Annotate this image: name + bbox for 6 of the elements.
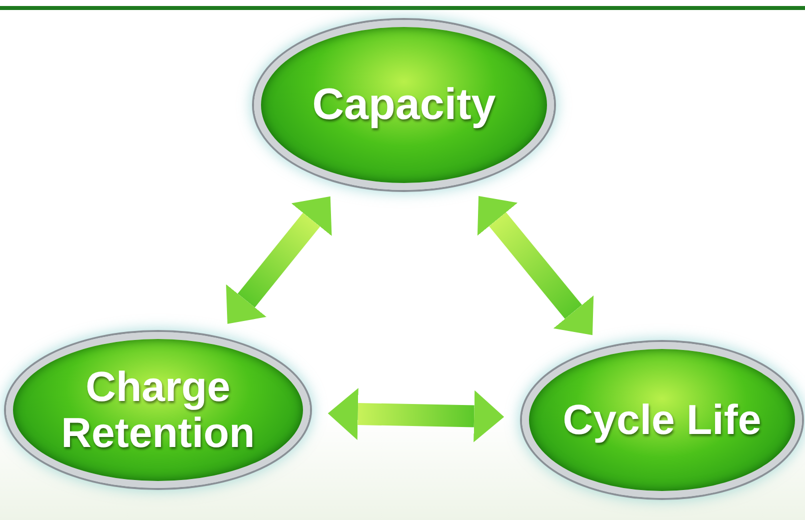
node-label: Capacity	[311, 80, 497, 130]
double-arrow	[226, 196, 332, 324]
double-arrow	[477, 196, 594, 336]
node-label: Charge Retention	[60, 364, 256, 456]
double-arrow	[328, 388, 504, 442]
node-label: Cycle Life	[562, 396, 762, 444]
